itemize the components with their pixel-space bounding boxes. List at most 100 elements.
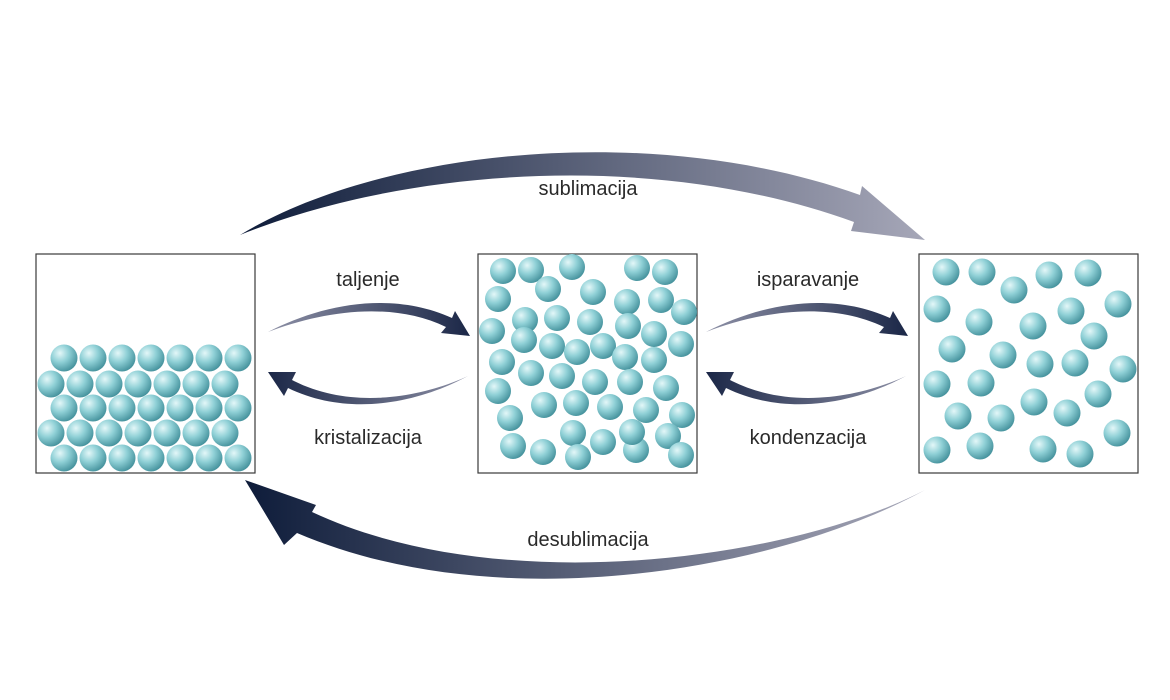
liquid-particle	[641, 347, 667, 373]
solid-particle	[37, 370, 65, 398]
liquid-particle	[668, 331, 694, 357]
gas-particle	[967, 369, 995, 397]
solid-particle	[50, 444, 78, 472]
gas-particle	[944, 402, 972, 430]
liquid-particle	[614, 289, 640, 315]
liquid-particle	[582, 369, 608, 395]
solid-particle	[224, 444, 252, 472]
solid-particle	[108, 444, 136, 472]
liquid-particle	[615, 313, 641, 339]
liquid-particle	[624, 255, 650, 281]
liquid-particle	[590, 333, 616, 359]
arrow-crystallization	[268, 372, 468, 405]
gas-particle	[932, 258, 960, 286]
gas-particle	[966, 432, 994, 460]
liquid-particle	[531, 392, 557, 418]
liquid-particle	[544, 305, 570, 331]
solid-particle	[224, 344, 252, 372]
solid-particle	[66, 419, 94, 447]
solid-particle	[195, 394, 223, 422]
gas-particle	[1057, 297, 1085, 325]
solid-particle	[95, 370, 123, 398]
arrow-evaporation	[706, 303, 908, 336]
gas-particle	[1080, 322, 1108, 350]
label-melting: taljenje	[336, 269, 399, 291]
solid-particle	[79, 444, 107, 472]
liquid-particle	[479, 318, 505, 344]
liquid-particle	[563, 390, 589, 416]
solid-particle	[224, 394, 252, 422]
liquid-particle	[653, 375, 679, 401]
liquid-particle	[518, 360, 544, 386]
liquid-particle	[485, 378, 511, 404]
liquid-particle	[597, 394, 623, 420]
gas-particle	[1061, 349, 1089, 377]
arrow-melting	[268, 303, 470, 336]
liquid-particle	[512, 307, 538, 333]
liquid-particle	[633, 397, 659, 423]
liquid-particle	[559, 254, 585, 280]
solid-particle	[182, 419, 210, 447]
liquid-particle	[565, 444, 591, 470]
gas-particle	[1053, 399, 1081, 427]
liquid-particle	[535, 276, 561, 302]
solid-particle	[137, 394, 165, 422]
gas-particle	[1109, 355, 1137, 383]
solid-particle	[153, 370, 181, 398]
solid-particle	[124, 419, 152, 447]
liquid-particle	[652, 259, 678, 285]
solid-particle	[79, 344, 107, 372]
liquid-particle	[655, 423, 681, 449]
solid-particle	[50, 344, 78, 372]
gas-particle	[938, 335, 966, 363]
liquid-particle	[518, 257, 544, 283]
gas-particle	[965, 308, 993, 336]
gas-particle	[1104, 290, 1132, 318]
solid-particle	[95, 419, 123, 447]
solid-particle	[137, 444, 165, 472]
solid-particle	[124, 370, 152, 398]
solid-particle	[108, 394, 136, 422]
solid-particle	[166, 444, 194, 472]
liquid-particle	[560, 420, 586, 446]
solid-particle	[166, 394, 194, 422]
gas-particle	[1035, 261, 1063, 289]
label-condensation: kondenzacija	[750, 427, 868, 449]
liquid-particle	[530, 439, 556, 465]
liquid-particle	[539, 333, 565, 359]
gas-particle	[989, 341, 1017, 369]
liquid-particle	[489, 349, 515, 375]
liquid-particle	[617, 369, 643, 395]
solid-particles	[37, 344, 252, 472]
gas-particles	[923, 258, 1137, 468]
arrow-condensation	[706, 372, 906, 405]
arrow-deposition	[245, 480, 925, 579]
solid-particle	[79, 394, 107, 422]
solid-particle	[211, 370, 239, 398]
solid-particle	[37, 419, 65, 447]
label-evaporation: isparavanje	[757, 269, 859, 291]
solid-particle	[137, 344, 165, 372]
arrow-sublimation	[240, 152, 925, 240]
solid-particle	[153, 419, 181, 447]
label-crystallization: kristalizacija	[314, 427, 423, 449]
liquid-particle	[648, 287, 674, 313]
solid-particle	[195, 444, 223, 472]
solid-particle	[166, 344, 194, 372]
solid-particle	[211, 419, 239, 447]
liquid-particle	[612, 344, 638, 370]
solid-particle	[182, 370, 210, 398]
gas-particle	[1066, 440, 1094, 468]
solid-particle	[108, 344, 136, 372]
gas-particle	[1029, 435, 1057, 463]
liquid-particle	[500, 433, 526, 459]
label-sublimation: sublimacija	[539, 178, 639, 200]
liquid-particle	[641, 321, 667, 347]
liquid-particle	[511, 327, 537, 353]
liquid-particle	[580, 279, 606, 305]
liquid-particle	[669, 402, 695, 428]
gas-particle	[1074, 259, 1102, 287]
liquid-particle	[619, 419, 645, 445]
solid-particle	[195, 344, 223, 372]
